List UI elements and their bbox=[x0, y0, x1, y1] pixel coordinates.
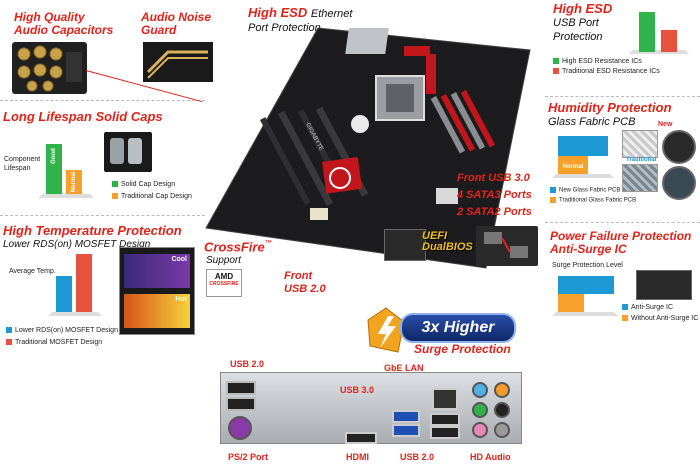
divider-left-mid bbox=[0, 215, 205, 216]
io-label-hd-audio: HD Audio bbox=[470, 452, 511, 462]
humidity-bar-chart: Normal bbox=[552, 136, 614, 178]
surge-bar-anti-surge bbox=[558, 276, 614, 294]
io-usb2-port-3 bbox=[430, 413, 460, 426]
thermal-cool-label: Cool bbox=[171, 256, 187, 263]
audio-capacitors-image bbox=[12, 42, 87, 94]
high-temp-bar-chart bbox=[48, 254, 102, 316]
esd-usb-bar-chart bbox=[629, 12, 689, 54]
surge-legend-2: Without Anti-Surge IC bbox=[622, 315, 698, 322]
solid-caps-bar-normal bbox=[66, 170, 82, 194]
esd-ethernet-title: High ESD Ethernet Port Protection bbox=[248, 5, 353, 35]
noise-guard-image bbox=[143, 42, 213, 82]
solid-caps-bar-normal-label: Normal bbox=[71, 171, 77, 192]
thermal-comparison-image: Cool Hot bbox=[119, 247, 195, 335]
thermal-hot-label: Hot bbox=[175, 296, 187, 303]
divider-right-mid bbox=[545, 222, 700, 223]
solid-caps-bar-good-label: Good bbox=[51, 148, 57, 164]
audio-jack-blue bbox=[472, 382, 488, 398]
io-label-gbe: GbE LAN bbox=[384, 363, 424, 373]
humidity-tag-traditional: Traditional bbox=[626, 157, 657, 163]
amd-logo-text: AMD bbox=[214, 272, 234, 281]
high-temp-bar-traditional bbox=[76, 254, 92, 312]
high-temp-legend-2: Traditional MOSFET Design bbox=[6, 339, 102, 346]
humidity-bar-normal bbox=[558, 156, 588, 174]
io-usb2-port-1 bbox=[226, 381, 256, 395]
solid-caps-title: Long Lifespan Solid Caps bbox=[3, 109, 163, 124]
crossfire-title: CrossFire™ Support bbox=[204, 239, 272, 267]
esd-usb-legend-2: Traditional ESD Resistance ICs bbox=[553, 68, 660, 75]
esd-usb-title: High ESD USB Port Protection bbox=[553, 1, 613, 44]
esd-usb-bar-high bbox=[639, 12, 655, 52]
humidity-legend-2: Traditional Glass Fabric PCB bbox=[550, 197, 636, 204]
surge-protection-label: Surge Protection bbox=[414, 342, 511, 356]
io-usb2-port-2 bbox=[226, 397, 256, 411]
esd-usb-bar-traditional bbox=[661, 30, 677, 52]
sata3-label: 4 SATA3 Ports bbox=[457, 189, 532, 201]
surge-bar-chart bbox=[552, 276, 618, 316]
humidity-pcb-new bbox=[622, 130, 658, 158]
high-temp-bar-lower bbox=[56, 276, 72, 312]
humidity-zoom-2 bbox=[662, 166, 696, 200]
audio-jack-black bbox=[494, 402, 510, 418]
io-label-usb3: USB 3.0 bbox=[340, 385, 375, 395]
io-label-ps2: PS/2 Port bbox=[228, 452, 269, 462]
audio-jack-gray bbox=[494, 422, 510, 438]
thermal-hot-panel: Hot bbox=[124, 294, 190, 328]
uefi-dualbios-logo: UEFI DualBIOS bbox=[422, 230, 473, 253]
solid-caps-bar-chart: Good Normal bbox=[38, 144, 94, 198]
audio-jack-orange bbox=[494, 382, 510, 398]
thermal-cool-panel: Cool bbox=[124, 254, 190, 288]
divider-left-top bbox=[0, 100, 205, 101]
io-label-usb2-bottom: USB 2.0 bbox=[400, 452, 435, 462]
io-lan-port bbox=[432, 388, 458, 410]
divider-right-top bbox=[545, 96, 700, 97]
io-usb3-port-2 bbox=[392, 424, 420, 437]
humidity-tag-new: New bbox=[658, 121, 673, 128]
high-temp-title: High Temperature Protection Lower RDS(on… bbox=[3, 223, 182, 251]
audio-caps-title: High Quality Audio Capacitors bbox=[14, 10, 114, 37]
io-hdmi-port bbox=[345, 432, 377, 444]
uefi-chip-image bbox=[384, 229, 426, 261]
motherboard-image: GIGABYTE bbox=[205, 27, 531, 269]
io-usb3-port-1 bbox=[392, 410, 420, 423]
io-label-hdmi: HDMI bbox=[346, 452, 369, 462]
high-temp-legend-1: Lower RDS(on) MOSFET Design bbox=[6, 327, 118, 334]
solid-caps-legend-1: Solid Cap Design bbox=[112, 181, 175, 188]
anti-surge-ic-image bbox=[636, 270, 692, 300]
io-label-usb2-top: USB 2.0 bbox=[230, 359, 265, 369]
esd-usb-legend-1: High ESD Resistance ICs bbox=[553, 58, 642, 65]
humidity-bar-new bbox=[558, 136, 608, 156]
power-failure-title: Power Failure Protection Anti-Surge IC bbox=[550, 229, 692, 256]
humidity-pcb-traditional bbox=[622, 164, 658, 192]
surge-chart-label: Surge Protection Level bbox=[552, 262, 623, 269]
humidity-title: Humidity Protection Glass Fabric PCB bbox=[548, 100, 672, 129]
solid-caps-bar-good bbox=[46, 144, 62, 194]
io-ps2-port bbox=[228, 416, 252, 440]
surge-bar-without bbox=[558, 294, 584, 312]
humidity-bar-normal-label: Normal bbox=[563, 164, 584, 170]
crossfire-badge-text: CROSSFIRE bbox=[209, 281, 239, 287]
humidity-legend-1: New Glass Fabric PCB bbox=[550, 187, 620, 194]
front-usb3-label: Front USB 3.0 bbox=[457, 172, 530, 184]
solid-caps-legend-2: Traditional Cap Design bbox=[112, 193, 192, 200]
io-audio-jacks bbox=[470, 380, 514, 440]
amd-crossfire-logo: AMD CROSSFIRE bbox=[206, 269, 242, 297]
audio-jack-pink bbox=[472, 422, 488, 438]
front-usb2-label: Front USB 2.0 bbox=[284, 270, 326, 295]
high-temp-ylabel: Average Temp. bbox=[9, 268, 56, 275]
sata2-label: 2 SATA2 Ports bbox=[457, 206, 532, 218]
audio-jack-green bbox=[472, 402, 488, 418]
surge-legend-1: Anti-Surge IC bbox=[622, 304, 673, 311]
solid-caps-ylabel: Component Lifespan bbox=[4, 156, 41, 172]
io-usb2-port-4 bbox=[430, 426, 460, 439]
humidity-zoom-1 bbox=[662, 130, 696, 164]
bios-chip-diagram bbox=[476, 226, 538, 266]
audio-noise-title: Audio Noise Guard bbox=[141, 10, 212, 37]
solid-caps-image bbox=[104, 132, 152, 172]
surge-3x-badge: 3x Higher bbox=[400, 313, 516, 343]
